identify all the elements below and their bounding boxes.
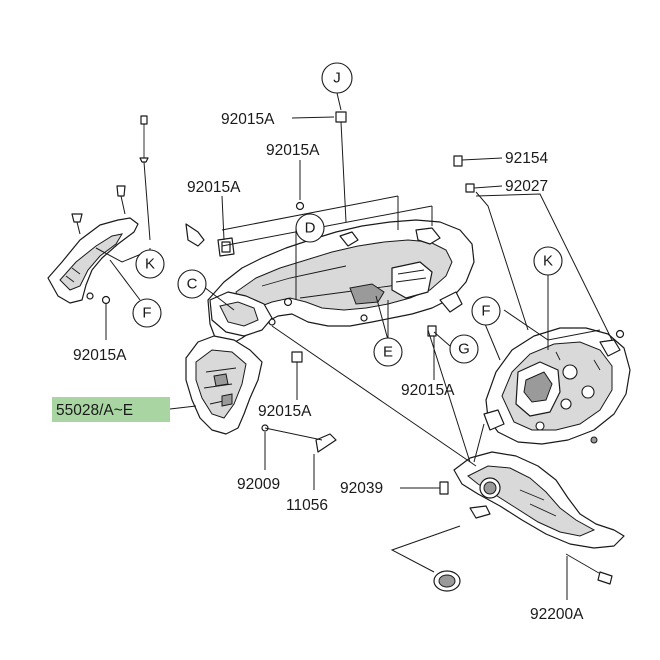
callout-G: G xyxy=(449,334,479,364)
part-label-92154: 92154 xyxy=(505,150,548,167)
svg-text:K: K xyxy=(543,253,553,270)
callout-K-left: K xyxy=(135,249,165,279)
right-inner-panel xyxy=(483,327,631,445)
svg-text:F: F xyxy=(142,305,151,322)
part-label-92200A: 92200A xyxy=(530,606,584,623)
left-inner-bracket xyxy=(47,217,205,304)
svg-text:F: F xyxy=(481,303,490,320)
leader-lines xyxy=(95,92,613,600)
part-label-92015A-lowleft: 92015A xyxy=(73,347,127,364)
callout-E: E xyxy=(373,337,403,367)
part-label-55028: 55028/A~E xyxy=(56,402,133,419)
callout-D: D xyxy=(295,213,325,243)
svg-text:J: J xyxy=(333,70,341,87)
svg-text:D: D xyxy=(305,220,316,237)
part-label-92015A-center: 92015A xyxy=(258,403,312,420)
svg-text:G: G xyxy=(458,341,470,358)
part-label-92039: 92039 xyxy=(340,480,383,497)
callout-J: J xyxy=(321,62,353,94)
right-lower-cover xyxy=(453,451,625,549)
screw-92200A xyxy=(565,553,613,585)
svg-text:K: K xyxy=(145,256,155,273)
part-label-92015A-top: 92015A xyxy=(221,111,275,128)
callout-F-left: F xyxy=(132,298,162,328)
svg-text:C: C xyxy=(187,276,198,293)
part-label-92015A-right: 92015A xyxy=(401,382,455,399)
grommet xyxy=(433,570,461,592)
callout-K-right: K xyxy=(533,246,563,276)
left-bracket-screws xyxy=(71,115,151,305)
part-label-11056: 11056 xyxy=(286,497,328,514)
callout-C: C xyxy=(177,269,207,299)
small-fasteners xyxy=(221,111,475,495)
part-label-92015A-mid: 92015A xyxy=(266,142,320,159)
svg-text:E: E xyxy=(383,344,393,361)
highlight-55028 xyxy=(52,397,170,422)
part-label-92009: 92009 xyxy=(237,476,280,493)
callout-F-right: F xyxy=(471,296,501,326)
part-label-92015A-left: 92015A xyxy=(187,179,241,196)
part-label-92027: 92027 xyxy=(505,178,548,195)
